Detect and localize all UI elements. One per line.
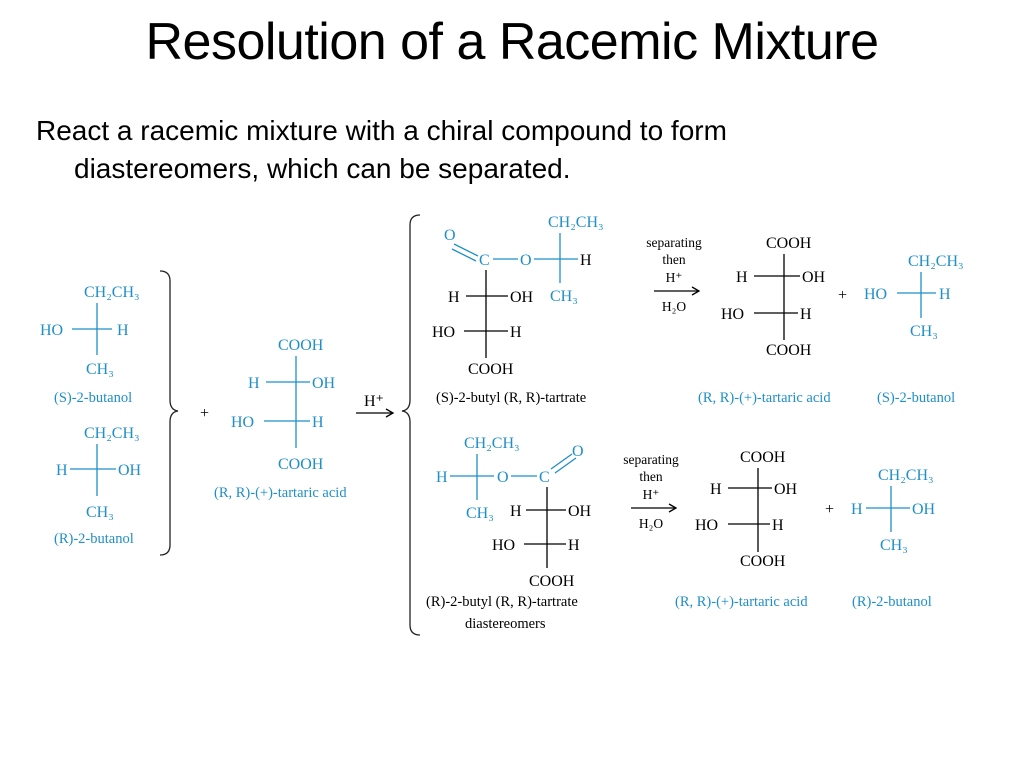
carboxyl-bottom: COOH bbox=[529, 573, 575, 590]
hydroxyl-right: OH bbox=[118, 462, 142, 479]
hydroxyl-left: HO bbox=[40, 322, 63, 339]
ethyl-group: CH₂CH₃ bbox=[464, 435, 520, 452]
hydrogen-right: H bbox=[568, 537, 580, 554]
carbonyl-oxygen: O bbox=[572, 443, 584, 460]
hydroxyl-right: OH bbox=[774, 481, 798, 498]
svg-text:then: then bbox=[662, 252, 685, 267]
hydroxyl-left: HO bbox=[721, 306, 744, 323]
s-butyl-tartrate-label: (S)-2-butyl (R, R)-tartrate bbox=[436, 390, 586, 406]
s-butanol-product: CH₂CH₃ HO H CH₃ (S)-2-butanol bbox=[864, 253, 964, 406]
hydroxyl-left: HO bbox=[492, 537, 515, 554]
r-butyl-tartrate-label: (R)-2-butyl (R, R)-tartrate bbox=[426, 594, 578, 610]
r-butanol-label: (R)-2-butanol bbox=[54, 531, 134, 547]
methyl-group: CH₃ bbox=[86, 361, 114, 378]
tartaric-acid-label: (R, R)-(+)-tartaric acid bbox=[698, 390, 831, 406]
hydrogen-right: H bbox=[939, 286, 951, 303]
hydrogen-left: H bbox=[436, 469, 448, 486]
hydroxyl-left: HO bbox=[231, 414, 254, 431]
s-butyl-tartrate-structure: O C O H CH₂CH₃ CH₃ H OH HO H COOH (S)-2-… bbox=[432, 214, 604, 406]
bullet-line-1: React a racemic mixture with a chiral co… bbox=[36, 115, 727, 146]
plus-sign: + bbox=[200, 405, 209, 422]
racemic-brace bbox=[159, 270, 179, 556]
hydrogen-right: H bbox=[772, 517, 784, 534]
r-butanol-structure: CH₂CH₃ H OH CH₃ (R)-2-butanol bbox=[54, 425, 142, 547]
hydroxyl-right: OH bbox=[568, 503, 592, 520]
carbonyl-carbon: C bbox=[539, 469, 550, 486]
svg-text:H⁺: H⁺ bbox=[643, 487, 660, 502]
tartaric-acid-reactant: COOH H OH HO H COOH (R, R)-(+)-tartaric … bbox=[214, 337, 347, 501]
hydroxyl-left: HO bbox=[432, 324, 455, 341]
hydrogen: H bbox=[580, 252, 592, 269]
carbonyl-carbon: C bbox=[479, 252, 490, 269]
ethyl-group: CH₂CH₃ bbox=[84, 284, 140, 301]
hydrogen-left: H bbox=[736, 269, 748, 286]
hydroxyl-right: OH bbox=[510, 289, 534, 306]
svg-text:H⁺: H⁺ bbox=[666, 270, 683, 285]
hydrogen-right: H bbox=[510, 324, 522, 341]
product-brace bbox=[401, 214, 421, 636]
slide-title: Resolution of a Racemic Mixture bbox=[145, 13, 879, 71]
separation-arrow-1: separating then H⁺ H₂O bbox=[646, 235, 702, 314]
hydrogen-left: H bbox=[248, 375, 260, 392]
carboxyl-bottom: COOH bbox=[740, 553, 786, 570]
methyl-group: CH₃ bbox=[550, 288, 578, 305]
tartaric-acid-product-2: COOH H OH HO H COOH (R, R)-(+)-tartaric … bbox=[675, 449, 808, 610]
carboxyl-top: COOH bbox=[740, 449, 786, 466]
tartaric-acid-product-1: COOH H OH HO H COOH (R, R)-(+)-tartaric … bbox=[698, 235, 831, 406]
ester-oxygen: O bbox=[520, 252, 532, 269]
plus-sign: + bbox=[838, 287, 847, 304]
svg-text:separating: separating bbox=[623, 452, 679, 467]
carboxyl-bottom: COOH bbox=[468, 361, 514, 378]
hydrogen-right: H bbox=[117, 322, 129, 339]
hydroxyl-right: OH bbox=[912, 501, 936, 518]
r-butanol-label: (R)-2-butanol bbox=[852, 594, 932, 610]
catalyst-label: H⁺ bbox=[364, 393, 384, 410]
ethyl-group: CH₂CH₃ bbox=[878, 467, 934, 484]
carboxyl-top: COOH bbox=[278, 337, 324, 354]
hydroxyl-right: OH bbox=[312, 375, 336, 392]
svg-text:then: then bbox=[639, 469, 662, 484]
ethyl-group: CH₂CH₃ bbox=[548, 214, 604, 231]
r-butyl-tartrate-structure: CH₂CH₃ H O C O CH₃ H OH HO H COOH (R)-2-… bbox=[426, 435, 592, 632]
svg-text:H₂O: H₂O bbox=[662, 299, 686, 314]
tartaric-acid-label: (R, R)-(+)-tartaric acid bbox=[675, 594, 808, 610]
hydrogen-left: H bbox=[510, 503, 522, 520]
r-butanol-product: CH₂CH₃ H OH CH₃ (R)-2-butanol bbox=[851, 467, 936, 610]
ethyl-group: CH₂CH₃ bbox=[908, 253, 964, 270]
methyl-group: CH₃ bbox=[466, 505, 494, 522]
hydrogen-left: H bbox=[851, 501, 863, 518]
s-butanol-structure: CH₂CH₃ HO H CH₃ (S)-2-butanol bbox=[40, 284, 140, 406]
carbonyl-oxygen: O bbox=[444, 227, 456, 244]
s-butanol-label: (S)-2-butanol bbox=[877, 390, 955, 406]
hydrogen-left: H bbox=[448, 289, 460, 306]
carboxyl-bottom: COOH bbox=[766, 342, 812, 359]
svg-text:H₂O: H₂O bbox=[639, 516, 663, 531]
carboxyl-top: COOH bbox=[766, 235, 812, 252]
s-butanol-label: (S)-2-butanol bbox=[54, 390, 132, 406]
svg-text:separating: separating bbox=[646, 235, 702, 250]
tartaric-acid-label: (R, R)-(+)-tartaric acid bbox=[214, 485, 347, 501]
hydrogen-right: H bbox=[800, 306, 812, 323]
hydrogen-left: H bbox=[56, 462, 68, 479]
hydroxyl-left: HO bbox=[864, 286, 887, 303]
ester-oxygen: O bbox=[497, 469, 509, 486]
bullet-line-2: diastereomers, which can be separated. bbox=[74, 153, 571, 184]
separation-arrow-2: separating then H⁺ H₂O bbox=[623, 452, 679, 531]
methyl-group: CH₃ bbox=[880, 537, 908, 554]
methyl-group: CH₃ bbox=[910, 323, 938, 340]
hydrogen-left: H bbox=[710, 481, 722, 498]
hydroxyl-left: HO bbox=[695, 517, 718, 534]
ethyl-group: CH₂CH₃ bbox=[84, 425, 140, 442]
carboxyl-bottom: COOH bbox=[278, 456, 324, 473]
plus-sign: + bbox=[825, 501, 834, 518]
methyl-group: CH₃ bbox=[86, 504, 114, 521]
diastereomers-label: diastereomers bbox=[465, 616, 546, 632]
bullet-text: React a racemic mixture with a chiral co… bbox=[36, 112, 996, 188]
hydroxyl-right: OH bbox=[802, 269, 826, 286]
hydrogen-right: H bbox=[312, 414, 324, 431]
